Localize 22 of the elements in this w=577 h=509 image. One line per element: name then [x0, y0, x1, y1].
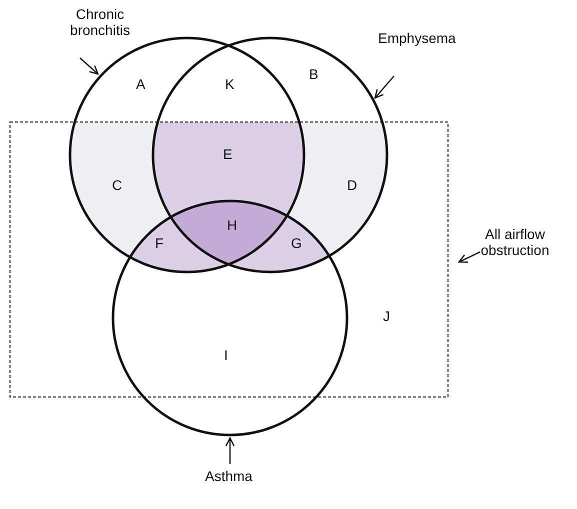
region-letter: B [309, 66, 318, 82]
region-letter: F [155, 235, 164, 251]
region-letter: K [225, 76, 234, 92]
region-letter: G [291, 235, 302, 251]
region-letter: J [383, 308, 390, 324]
set-label: Asthma [205, 468, 252, 484]
region-letter: C [112, 177, 122, 193]
arrow [374, 76, 394, 99]
arrow [225, 437, 235, 464]
set-label: All airflow obstruction [460, 226, 570, 258]
set-label: Chronic bronchitis [55, 6, 145, 38]
venn-circle [68, 36, 306, 274]
region-letter: H [227, 217, 238, 233]
region-letter: E [223, 146, 232, 162]
region-letter: A [136, 76, 146, 92]
venn-circle [112, 200, 348, 436]
region-letter: D [347, 177, 358, 193]
set-label: Emphysema [378, 30, 456, 46]
dashed-rectangle [10, 122, 448, 398]
arrow [458, 251, 480, 263]
arrow [80, 58, 99, 75]
region-letter: I [224, 347, 228, 363]
